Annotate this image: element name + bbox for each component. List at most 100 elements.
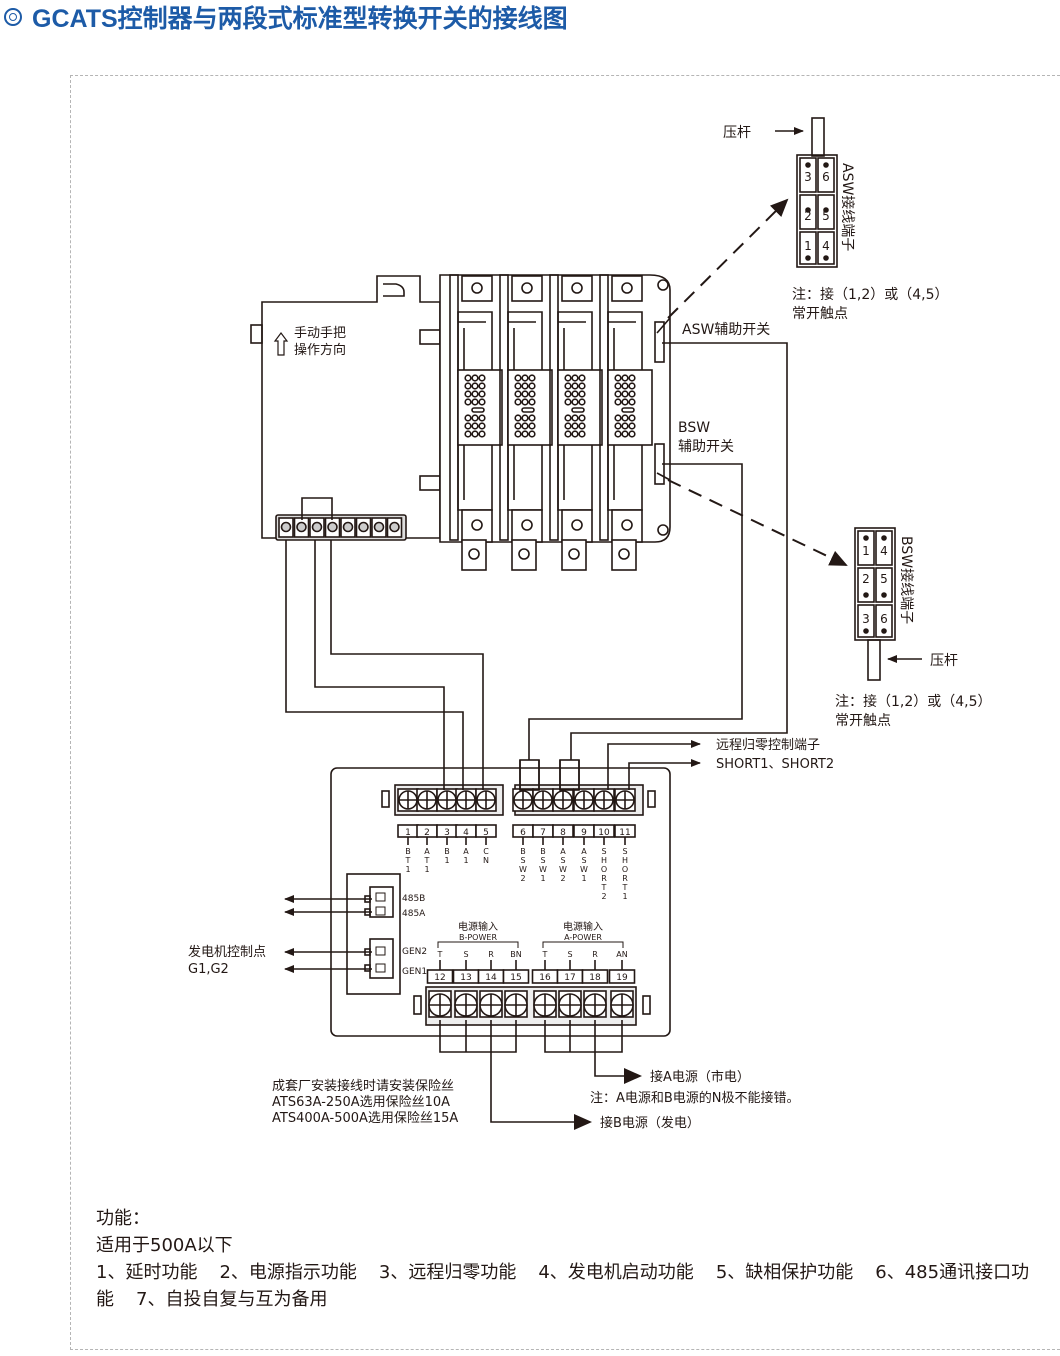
asw-press-rod-label: 压杆	[723, 125, 751, 141]
a-power-en: A-POWER	[564, 933, 602, 942]
terminal-number: 5	[483, 828, 489, 838]
asw-terminal-title: ASW接线端子	[839, 163, 856, 251]
b-power-en: B-POWER	[459, 933, 497, 942]
contact-dot	[881, 628, 887, 634]
terminal-label: S	[540, 856, 545, 865]
terminal-label: T	[405, 856, 411, 865]
bsw-terminal-title: BSW接线端子	[898, 536, 915, 624]
function-item: 2、电源指示功能	[219, 1262, 357, 1283]
terminal-label: S	[520, 856, 525, 865]
asw-pin: 4	[822, 239, 830, 253]
terminal-number: 11	[619, 828, 630, 838]
function-item: 4、发电机启动功能	[538, 1262, 694, 1283]
terminal-number: 8	[560, 828, 566, 838]
asw-note-line2: 常开触点	[792, 306, 848, 322]
bsw-pin: 6	[880, 612, 888, 626]
terminal-number: 2	[424, 828, 430, 838]
terminal-number: 18	[589, 973, 601, 983]
wires-motor-to-controller	[285, 540, 484, 790]
terminal-label: 1	[581, 874, 586, 883]
fuse-note-line1: 成套厂安装接线时请安装保险丝	[272, 1078, 454, 1094]
terminal-label: B	[520, 847, 526, 856]
terminal-label: B	[540, 847, 546, 856]
terminal-label: B	[405, 847, 411, 856]
terminal-number: 6	[520, 828, 526, 838]
terminal-label: H	[622, 856, 628, 865]
fuse-note-line2: ATS63A-250A选用保险丝10A	[272, 1095, 450, 1110]
asw-aux-switch-body	[654, 321, 665, 363]
contact-dot	[805, 162, 811, 168]
terminal-label: N	[483, 856, 489, 865]
terminal-label: A	[463, 847, 469, 856]
contact-dot	[863, 628, 869, 634]
function-item: 7、自投自复与互为备用	[136, 1289, 328, 1310]
contact-dot	[823, 255, 829, 261]
terminal-label: 1	[424, 865, 429, 874]
terminal-label: R	[488, 950, 494, 959]
terminal-label: 2	[560, 874, 565, 883]
asw-pin: 1	[804, 239, 812, 253]
switch-motor-box	[250, 275, 441, 539]
bsw-pin: 1	[862, 544, 870, 558]
switch-poles	[439, 274, 671, 571]
functions-heading: 功能：	[96, 1208, 150, 1229]
asw-note-line1: 注：接（1,2）或（4,5）	[792, 286, 949, 303]
terminal-label: S	[622, 847, 627, 856]
contact-dot	[863, 592, 869, 598]
remote-zero-label-line1: 远程归零控制端子	[716, 738, 820, 753]
terminal-number: 16	[539, 973, 551, 983]
terminal-number: 3	[444, 828, 450, 838]
port-gen1-label: GEN1	[402, 967, 427, 977]
terminal-label: T	[424, 856, 430, 865]
terminal-label: T	[622, 883, 628, 892]
terminal-screw	[311, 521, 323, 533]
terminal-number: 10	[598, 828, 610, 838]
asw-pin: 3	[804, 170, 812, 184]
asw-pin: 2	[804, 209, 812, 223]
terminal-label: 1	[444, 856, 449, 865]
terminal-label: 2	[520, 874, 525, 883]
bsw-aux-label-line2: 辅助开关	[678, 439, 734, 455]
terminal-screw	[327, 521, 338, 533]
terminal-number: 4	[463, 828, 469, 838]
contact-dot	[881, 535, 887, 541]
fuse-note-line3: ATS400A-500A选用保险丝15A	[272, 1111, 458, 1126]
motor-terminal-strip	[275, 497, 407, 541]
terminal-label: S	[567, 950, 572, 959]
terminal-label: T	[542, 950, 548, 959]
dashed-frame	[70, 75, 1060, 1350]
terminal-label: 1	[622, 892, 627, 901]
gen-control-label-line1: 发电机控制点	[188, 944, 266, 960]
terminal-label: A	[560, 847, 566, 856]
page-title: GCATS控制器与两段式标准型转换开关的接线图	[4, 2, 568, 33]
terminal-number: 19	[616, 973, 628, 983]
terminal-label: T	[437, 950, 443, 959]
asw-pin: 6	[822, 170, 830, 184]
terminal-label: S	[463, 950, 468, 959]
function-item: 6、485通讯接口功能	[96, 1262, 1030, 1310]
terminal-label: B	[444, 847, 450, 856]
asw-dashed-arrow	[667, 198, 789, 319]
contact-dot	[805, 255, 811, 261]
terminal-label: 1	[463, 856, 468, 865]
terminal-label: R	[592, 950, 598, 959]
terminal-number: 12	[434, 973, 445, 983]
terminal-number: 15	[510, 973, 521, 983]
terminal-label: A	[424, 847, 430, 856]
page-title-text: GCATS控制器与两段式标准型转换开关的接线图	[32, 5, 568, 33]
controller-box	[330, 767, 671, 1037]
port-485b-label: 485B	[402, 894, 425, 904]
bsw-aux-label-line1: BSW	[678, 420, 710, 436]
terminal-label: BN	[510, 950, 521, 959]
wires-aux-to-controller	[519, 342, 788, 791]
handle-label-line2: 操作方向	[294, 342, 346, 358]
bsw-pin: 3	[862, 612, 870, 626]
terminal-label: H	[601, 856, 607, 865]
b-power-cn: 电源输入	[458, 920, 498, 933]
terminal-number: 13	[460, 973, 471, 983]
bsw-press-rod-label: 压杆	[930, 653, 958, 669]
up-arrow-icon	[273, 332, 289, 356]
bsw-pin: 4	[880, 544, 888, 558]
pole-busbar	[511, 539, 537, 571]
